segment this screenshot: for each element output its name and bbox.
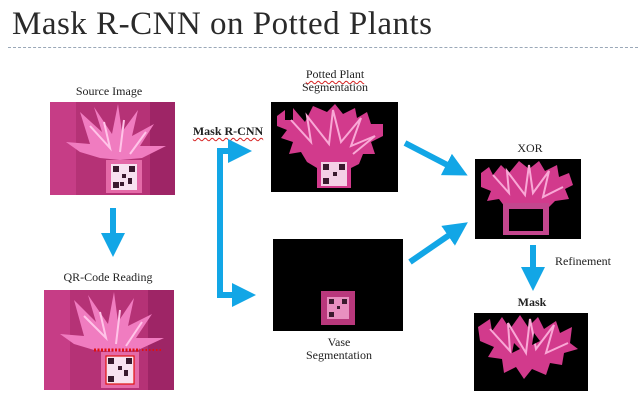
potted-plant-segmentation-panel (271, 102, 398, 192)
source-image-label: Source Image (75, 84, 143, 98)
title-divider (8, 47, 638, 48)
slide-title: Mask R-CNN on Potted Plants (12, 6, 433, 43)
mask-label: Mask (517, 295, 547, 309)
mask-picture (474, 313, 588, 391)
arrow-plant-to-xor (403, 140, 468, 176)
xor-picture (475, 159, 581, 239)
title-text: Mask R-CNN on Potted Plants (12, 6, 433, 42)
refinement-label: Refinement (555, 254, 611, 268)
qr-code-reading-panel (44, 290, 174, 390)
potted-plant-segmentation-picture (271, 102, 398, 192)
qr-code-reading-picture (44, 290, 174, 390)
mask-rcnn-label: Mask R-CNN (192, 124, 264, 138)
xor-panel (475, 159, 581, 239)
arrow-vase-to-xor (408, 222, 468, 265)
source-image-picture (50, 102, 175, 195)
xor-label: XOR (517, 141, 543, 155)
source-image-panel (50, 102, 175, 195)
mask-panel (474, 313, 588, 391)
potted-plant-segmentation-label: Potted Plant Segmentation (302, 67, 368, 94)
vase-segmentation-picture (273, 239, 403, 331)
vase-segmentation-panel (273, 239, 403, 331)
vase-segmentation-label: Vase Segmentation (306, 335, 372, 362)
qr-code-reading-label: QR-Code Reading (63, 270, 153, 284)
